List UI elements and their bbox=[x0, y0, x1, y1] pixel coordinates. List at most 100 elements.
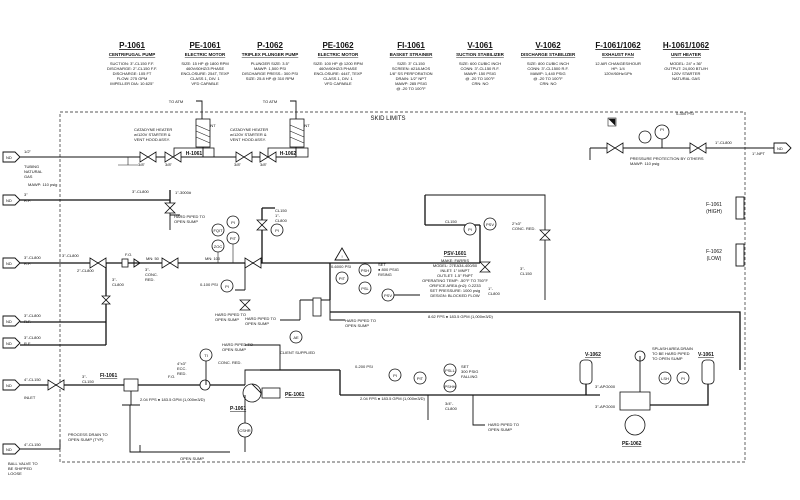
equipment-spec: CONN: 3"-CL1500 R.F. bbox=[527, 66, 568, 71]
offpage-line: BE SHIPPED bbox=[8, 466, 32, 471]
offpage-line: F-1061 bbox=[706, 202, 722, 208]
equipment-spec: MAWP: 150 PSIG bbox=[464, 71, 496, 76]
offpage-line: (LOW) bbox=[707, 256, 722, 262]
offpage-code: ND bbox=[6, 198, 12, 203]
ti-icon bbox=[199, 348, 213, 362]
heater-label: w/120V STARTER & bbox=[230, 132, 267, 137]
equipment-spec: SIZE: 15 HP @ 1800 RPM bbox=[181, 61, 228, 66]
equipment-spec: @ -20 TO 100°F bbox=[396, 86, 426, 91]
set-label: ● 800 PSIG bbox=[378, 267, 399, 272]
equipment-v1061: V-1061 SUCTION STABILIZER SIZE: 600 CUBI… bbox=[456, 41, 504, 86]
psv-spec: INLET: 1" MNPT bbox=[440, 268, 470, 273]
hard-piped-label: OPEN SUMP bbox=[174, 219, 198, 224]
equipment-type: DISCHARGE STABILIZER bbox=[521, 52, 576, 57]
client-supplied: CLIENT SUPPLIED bbox=[280, 350, 315, 355]
motor-icon bbox=[261, 387, 281, 399]
instrument-tag: PIT bbox=[339, 276, 346, 281]
equipment-f1061-1062: F-1061/1062 EXHAUST FAN 12 AIR CHANGES/H… bbox=[595, 41, 641, 76]
instrument-tag: CSHR bbox=[239, 428, 250, 433]
psv-tag: PSV-1601 bbox=[444, 251, 467, 257]
offpage-line: R.F. bbox=[24, 341, 31, 346]
equipment-spec: SIZE: 3" CL150 bbox=[397, 61, 425, 66]
v1061-tag: V-1061 bbox=[698, 352, 714, 358]
size-label: 3"- bbox=[145, 267, 151, 272]
offpage-connectors-left: ND 1/2" TUBING NATURAL GAS ND 3" R.F. ND… bbox=[2, 149, 43, 476]
offpage-line: NATURAL bbox=[24, 169, 43, 174]
pv-icon bbox=[638, 130, 652, 144]
equipment-tag: PE-1061 bbox=[189, 41, 221, 50]
valve-icon bbox=[89, 257, 107, 269]
set-label: FALLING bbox=[461, 374, 477, 379]
valve-icon bbox=[101, 295, 111, 305]
size-label: 3"-APG000 bbox=[595, 404, 616, 409]
hard-piped-label: OPEN SUMP bbox=[245, 321, 269, 326]
pressure-protection-label: MAWP: 110 psig bbox=[630, 161, 659, 166]
offpage-connector: F-1061 (HIGH) bbox=[706, 196, 745, 220]
equipment-spec: FLOW: 275 GPM bbox=[117, 76, 148, 81]
heater-h1061: TO ATM VENT CATADYNE HEATER w/120V START… bbox=[134, 99, 216, 158]
gauge-range: 0-6000 PSI bbox=[331, 264, 351, 269]
ae-icon bbox=[289, 330, 303, 344]
splash-label: SPLASH AREA DRAIN bbox=[652, 346, 693, 351]
psv-icon bbox=[463, 222, 477, 236]
offpage-connector: ND 3"-CL800 R.F. bbox=[2, 313, 42, 327]
psh-icon bbox=[443, 379, 457, 393]
instrument-tag: PI bbox=[468, 227, 472, 232]
psv-spec: OUTLET: 1.5" FNPT bbox=[437, 273, 474, 278]
gas-valve bbox=[164, 151, 182, 163]
equipment-v1062: V-1062 DISCHARGE STABILIZER SIZE: 800 CU… bbox=[521, 41, 576, 86]
equipment-spec: 1/8" SS PERFORATION bbox=[389, 71, 432, 76]
offpage-code: ND bbox=[6, 261, 12, 266]
instrument-tag: PSH bbox=[361, 268, 369, 273]
process-piping: 3"-CL800 1"-3000# HARD PIPED TO OPEN SUM… bbox=[20, 189, 741, 461]
size-label: 1"-CL800 bbox=[715, 140, 733, 145]
open-sump-label: OPEN SUMP bbox=[180, 456, 204, 461]
pe1062-tag: PE-1062 bbox=[622, 441, 642, 447]
instrument-tag: PSV bbox=[384, 293, 392, 298]
size-label: CL800 bbox=[112, 282, 125, 287]
valve-icon bbox=[479, 261, 491, 273]
equipment-tag: H-1061/1062 bbox=[663, 41, 710, 50]
equipment-spec: 460V/60HZ/3 PHASE bbox=[319, 66, 358, 71]
offpage-code: ND bbox=[6, 383, 12, 388]
psl-icon bbox=[443, 363, 457, 377]
equipment-type: TRIPLEX PLUNGER PUMP bbox=[242, 52, 299, 57]
stabilizer-v1061 bbox=[701, 359, 715, 385]
instrument-tag: PIT bbox=[230, 236, 237, 241]
hard-piped-label: HARD PIPED TO bbox=[488, 422, 519, 427]
equipment-spec: ENCLOSURE: 254T, TEXP bbox=[181, 71, 230, 76]
lsh-icon bbox=[658, 371, 672, 385]
psv-spec: ORIFICE AREA (in2): 0.2233 bbox=[429, 283, 481, 288]
size-label: 2"-CL800 bbox=[77, 268, 95, 273]
size-label: 3"- bbox=[520, 266, 526, 271]
set-label: SET bbox=[378, 262, 386, 267]
size-label: 3"-APG000 bbox=[595, 384, 616, 389]
equipment-tag: V-1062 bbox=[535, 41, 561, 50]
offpage-line: BALL VALVE TO bbox=[8, 461, 38, 466]
skid-boundary bbox=[59, 111, 746, 463]
valve-icon bbox=[256, 219, 268, 231]
equipment-spec: PLUNGER SIZE: 3.5" bbox=[251, 61, 290, 66]
equipment-tag: P-1061 bbox=[119, 41, 145, 50]
size-label: 1"- bbox=[275, 213, 281, 218]
instrument-tag: TI bbox=[204, 353, 208, 358]
hard-piped-label: OPEN SUMP bbox=[345, 323, 369, 328]
instrument-tag: PI bbox=[275, 228, 279, 233]
hard-piped-label: HARD PIPED TO bbox=[245, 316, 276, 321]
offpage-code: ND bbox=[6, 155, 12, 160]
size-label: CL800 bbox=[488, 291, 501, 296]
pi-icon bbox=[226, 215, 240, 229]
equipment-type: ELECTRIC MOTOR bbox=[318, 52, 359, 57]
equipment-spec: 12 AIR CHANGES/HOUR bbox=[595, 61, 641, 66]
offpage-connector: ND 3" R.F. bbox=[2, 192, 31, 206]
offpage-code: ND bbox=[6, 319, 12, 324]
flow-label: 8.62 FPS ● 183.5 GPM (1,000m3/D) bbox=[428, 314, 494, 319]
hard-piped-label: HARD PIPED TO bbox=[345, 318, 376, 323]
psh-icon bbox=[270, 223, 284, 237]
equipment-spec: VFD CAPABLE bbox=[191, 81, 219, 86]
set-label: 300 PSIG bbox=[461, 369, 478, 374]
size-label: CONC. bbox=[145, 272, 158, 277]
instrument-tag: PSV bbox=[486, 222, 494, 227]
offpage-connector: ND 3"-CL800 R.F. bbox=[2, 255, 42, 269]
equipment-spec: DRAIN: 1/2" NPT bbox=[396, 76, 427, 81]
